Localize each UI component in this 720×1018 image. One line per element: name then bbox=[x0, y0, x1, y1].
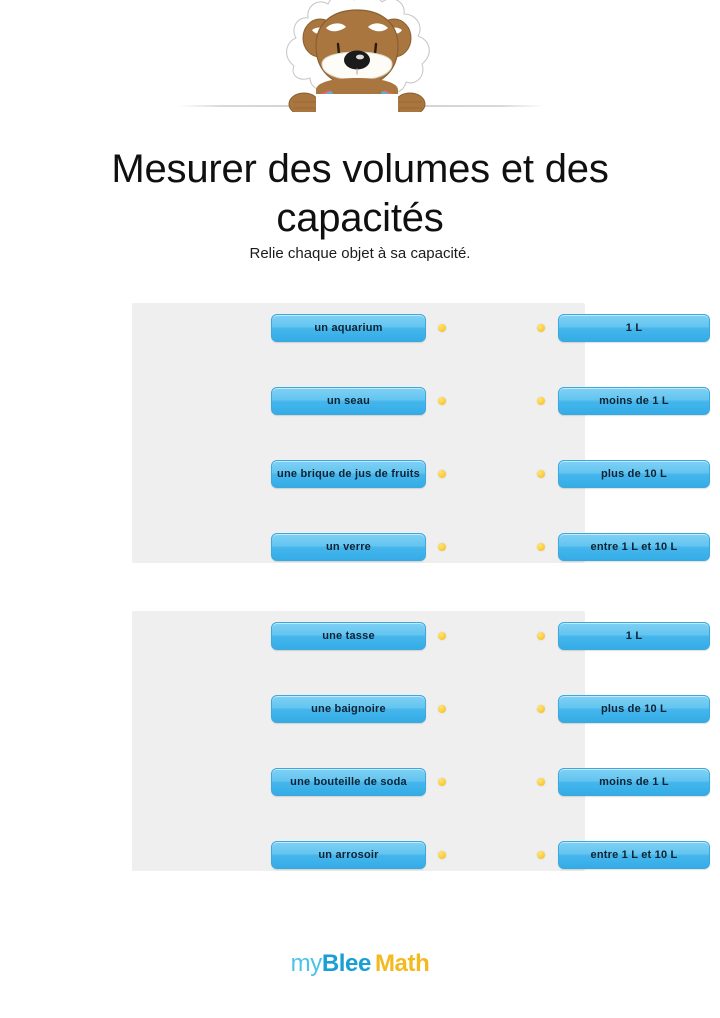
connector-dot-left[interactable] bbox=[438, 851, 446, 859]
capacity-pill[interactable]: entre 1 L et 10 L bbox=[558, 533, 710, 561]
connector-dot-left[interactable] bbox=[438, 778, 446, 786]
page-instruction: Relie chaque objet à sa capacité. bbox=[249, 245, 471, 262]
capacity-pill[interactable]: 1 L bbox=[558, 622, 710, 650]
capacity-pill[interactable]: entre 1 L et 10 L bbox=[558, 841, 710, 869]
connector-dot-left[interactable] bbox=[438, 324, 446, 332]
connector-dot-left[interactable] bbox=[438, 543, 446, 551]
connector-dot-right[interactable] bbox=[537, 397, 545, 405]
matching-row: un arrosoir entre 1 L et 10 L bbox=[132, 841, 710, 869]
logo-text-my: my bbox=[290, 950, 323, 977]
matching-exercise-panel-2: une tasse 1 L une baignoire plus de 10 L… bbox=[132, 611, 710, 871]
object-pill[interactable]: un verre bbox=[271, 533, 426, 561]
connector-dot-right[interactable] bbox=[537, 632, 545, 640]
page-header bbox=[0, 0, 720, 118]
connector-dot-right[interactable] bbox=[537, 543, 545, 551]
matching-exercise-panel-1: un aquarium 1 L un seau moins de 1 L une… bbox=[132, 303, 710, 563]
logo-text-blee: Blee bbox=[321, 950, 372, 977]
matching-row: une bouteille de soda moins de 1 L bbox=[132, 768, 710, 796]
matching-row: une tasse 1 L bbox=[132, 622, 710, 650]
matching-row: un aquarium 1 L bbox=[132, 314, 710, 342]
capacity-pill[interactable]: plus de 10 L bbox=[558, 460, 710, 488]
object-pill[interactable]: une bouteille de soda bbox=[271, 768, 426, 796]
connector-dot-right[interactable] bbox=[537, 705, 545, 713]
capacity-pill[interactable]: moins de 1 L bbox=[558, 768, 710, 796]
capacity-pill[interactable]: 1 L bbox=[558, 314, 710, 342]
matching-row: un verre entre 1 L et 10 L bbox=[132, 533, 710, 561]
object-pill[interactable]: une tasse bbox=[271, 622, 426, 650]
matching-row: un seau moins de 1 L bbox=[132, 387, 710, 415]
connector-dot-left[interactable] bbox=[438, 705, 446, 713]
connector-dot-left[interactable] bbox=[438, 632, 446, 640]
logo-text-math: Math bbox=[374, 950, 430, 977]
connector-dot-right[interactable] bbox=[537, 778, 545, 786]
matching-row: une brique de jus de fruits plus de 10 L bbox=[132, 460, 710, 488]
connector-dot-left[interactable] bbox=[438, 397, 446, 405]
connector-dot-right[interactable] bbox=[537, 324, 545, 332]
connector-dot-left[interactable] bbox=[438, 470, 446, 478]
capacity-pill[interactable]: moins de 1 L bbox=[558, 387, 710, 415]
page-title: Mesurer des volumes et des capacités bbox=[111, 146, 609, 240]
capacity-pill[interactable]: plus de 10 L bbox=[558, 695, 710, 723]
matching-row: une baignoire plus de 10 L bbox=[132, 695, 710, 723]
object-pill[interactable]: un arrosoir bbox=[271, 841, 426, 869]
bear-mascot-icon bbox=[286, 0, 430, 112]
object-pill[interactable]: une baignoire bbox=[271, 695, 426, 723]
object-pill[interactable]: un seau bbox=[271, 387, 426, 415]
connector-dot-right[interactable] bbox=[537, 851, 545, 859]
object-pill[interactable]: un aquarium bbox=[271, 314, 426, 342]
object-pill[interactable]: une brique de jus de fruits bbox=[271, 460, 426, 488]
connector-dot-right[interactable] bbox=[537, 470, 545, 478]
